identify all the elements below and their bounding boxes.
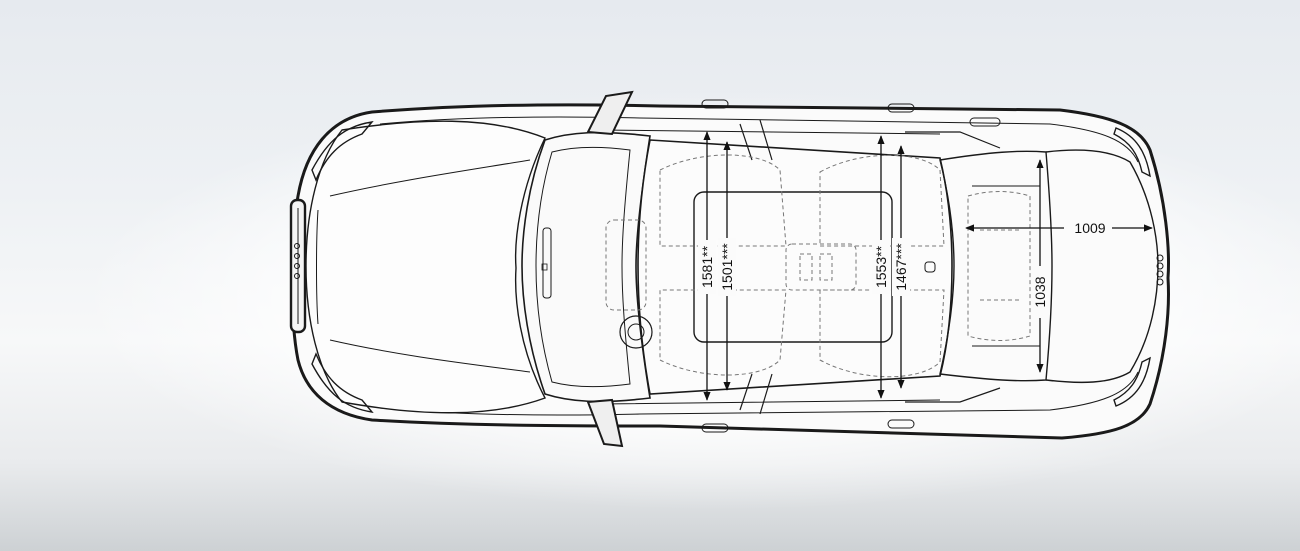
mirror-right bbox=[586, 398, 624, 448]
taillight-bottom bbox=[1113, 356, 1151, 407]
front-seat-left bbox=[659, 154, 787, 247]
label-shoulder-front: 1581** bbox=[699, 245, 715, 288]
mirror-left bbox=[586, 90, 634, 136]
rear-badge bbox=[1156, 254, 1164, 286]
front-seat-right bbox=[659, 289, 787, 376]
car-body-outline bbox=[289, 90, 1170, 448]
roof bbox=[637, 139, 953, 395]
headlight-top bbox=[311, 121, 374, 182]
center-console bbox=[785, 243, 857, 291]
windshield bbox=[521, 131, 651, 403]
label-shoulder-rear: 1553** bbox=[873, 245, 889, 288]
label-luggage-width: 1038 bbox=[1032, 276, 1048, 307]
label-luggage-length: 1009 bbox=[1074, 220, 1105, 236]
label-elbow-rear: 1467*** bbox=[893, 243, 909, 291]
dimension-labels: 1581** 1501*** 1553** 1467*** 1009 1038 bbox=[699, 220, 1106, 308]
headlight-bottom bbox=[311, 352, 374, 413]
taillight-top bbox=[1113, 127, 1151, 178]
trunk-lid bbox=[1045, 149, 1159, 384]
label-elbow-front: 1501*** bbox=[719, 243, 735, 291]
